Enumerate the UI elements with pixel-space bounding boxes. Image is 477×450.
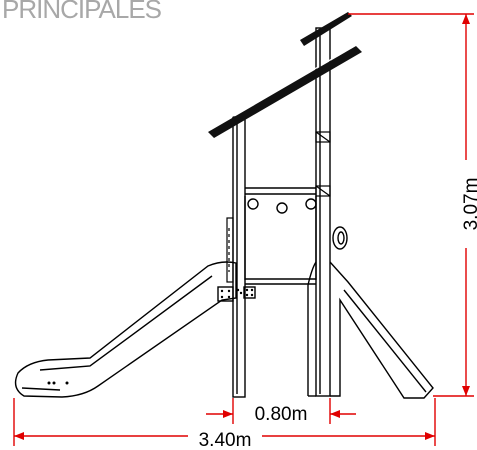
lower-platform bbox=[217, 278, 316, 302]
post-spacing-dimension bbox=[206, 398, 356, 424]
side-panel bbox=[244, 196, 317, 280]
upper-platform bbox=[245, 187, 316, 195]
total-length-label: 3.40m bbox=[199, 430, 252, 450]
support-leg bbox=[329, 261, 434, 399]
height-label: 3.07m bbox=[461, 178, 477, 231]
porthole-1 bbox=[247, 198, 259, 210]
porthole-3 bbox=[305, 198, 317, 210]
climbing-wall bbox=[226, 217, 234, 283]
left-post bbox=[232, 116, 246, 398]
slide bbox=[14, 261, 237, 398]
porthole-2 bbox=[276, 202, 288, 214]
right-post bbox=[307, 27, 331, 397]
post-brackets bbox=[315, 131, 331, 197]
platform-bolts bbox=[220, 288, 254, 299]
slide-exit-holes bbox=[47, 381, 69, 385]
section-heading: PRINCIPALES bbox=[2, 0, 162, 24]
height-dimension bbox=[348, 13, 474, 397]
roof bbox=[208, 12, 362, 138]
telescope bbox=[332, 226, 348, 250]
post-spacing-label: 0.80m bbox=[255, 404, 308, 425]
total-length-dimension bbox=[13, 398, 436, 446]
